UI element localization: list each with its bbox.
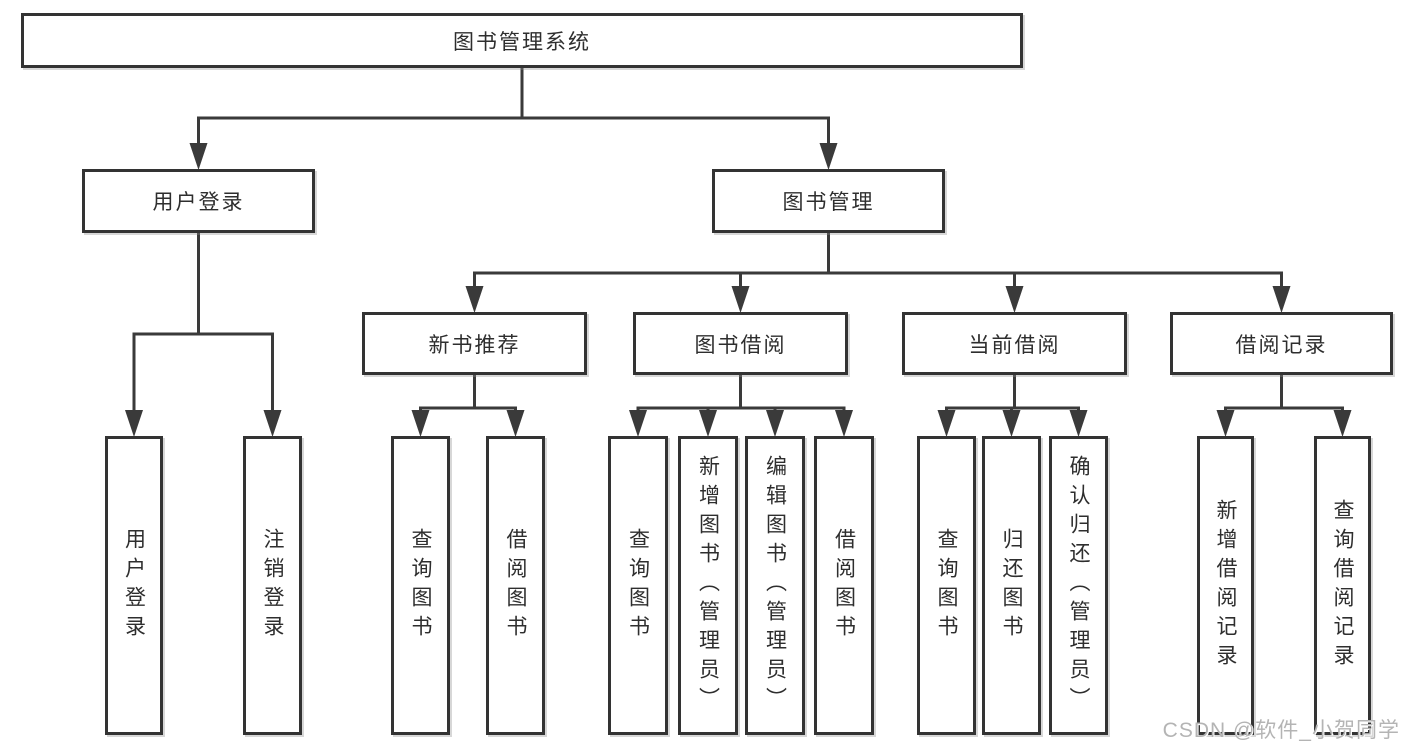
leaf-borrow-borrow-books-label: 借阅图书	[832, 527, 856, 644]
node-current-borrow-label: 当前借阅	[968, 333, 1061, 357]
leaf-current-return-books-label: 归还图书	[1000, 527, 1023, 644]
leaf-borrow-query-books: 查询图书	[608, 436, 668, 735]
node-current-borrow: 当前借阅	[902, 312, 1127, 375]
leaf-recommend-borrow-books-label: 借阅图书	[504, 527, 527, 644]
leaf-user-login: 用户登录	[105, 436, 163, 735]
leaf-current-confirm-return-admin: 确认归还（管理员）	[1049, 436, 1108, 735]
node-book-borrow: 图书借阅	[633, 312, 848, 375]
leaf-borrow-query-books-label: 查询图书	[626, 527, 650, 644]
node-new-book-recommend-label: 新书推荐	[428, 333, 521, 357]
leaf-recommend-query-books-label: 查询图书	[409, 527, 432, 644]
leaf-borrow-borrow-books: 借阅图书	[814, 436, 874, 735]
leaf-recommend-borrow-books: 借阅图书	[486, 436, 545, 735]
node-root: 图书管理系统	[21, 13, 1023, 68]
leaf-recommend-query-books: 查询图书	[391, 436, 450, 735]
node-root-label: 图书管理系统	[453, 30, 591, 54]
leaf-user-login-label: 用户登录	[122, 527, 146, 644]
node-book-management: 图书管理	[712, 169, 945, 233]
leaf-current-return-books: 归还图书	[982, 436, 1041, 735]
node-new-book-recommend: 新书推荐	[362, 312, 587, 375]
leaf-borrow-add-books-admin-label: 新增图书（管理员）	[696, 455, 720, 716]
leaf-records-add-record: 新增借阅记录	[1197, 436, 1254, 735]
leaf-logout-label: 注销登录	[261, 527, 284, 644]
leaf-current-query-books: 查询图书	[917, 436, 976, 735]
leaf-records-query-record-label: 查询借阅记录	[1331, 498, 1354, 673]
node-book-management-label: 图书管理	[782, 191, 875, 214]
node-borrow-records-label: 借阅记录	[1235, 333, 1328, 357]
leaf-current-confirm-return-admin-label: 确认归还（管理员）	[1067, 455, 1090, 716]
node-user-login: 用户登录	[82, 169, 315, 233]
leaf-borrow-edit-books-admin: 编辑图书（管理员）	[745, 436, 805, 735]
leaf-current-query-books-label: 查询图书	[935, 527, 958, 644]
node-book-borrow-label: 图书借阅	[694, 333, 787, 357]
leaf-records-add-record-label: 新增借阅记录	[1214, 498, 1237, 673]
leaf-records-query-record: 查询借阅记录	[1314, 436, 1371, 735]
node-user-login-label: 用户登录	[152, 191, 245, 214]
csdn-watermark: CSDN @软件_小贺同学	[1162, 719, 1400, 742]
leaf-borrow-edit-books-admin-label: 编辑图书（管理员）	[763, 455, 787, 716]
node-borrow-records: 借阅记录	[1170, 312, 1393, 375]
leaf-borrow-add-books-admin: 新增图书（管理员）	[678, 436, 738, 735]
leaf-logout: 注销登录	[243, 436, 302, 735]
